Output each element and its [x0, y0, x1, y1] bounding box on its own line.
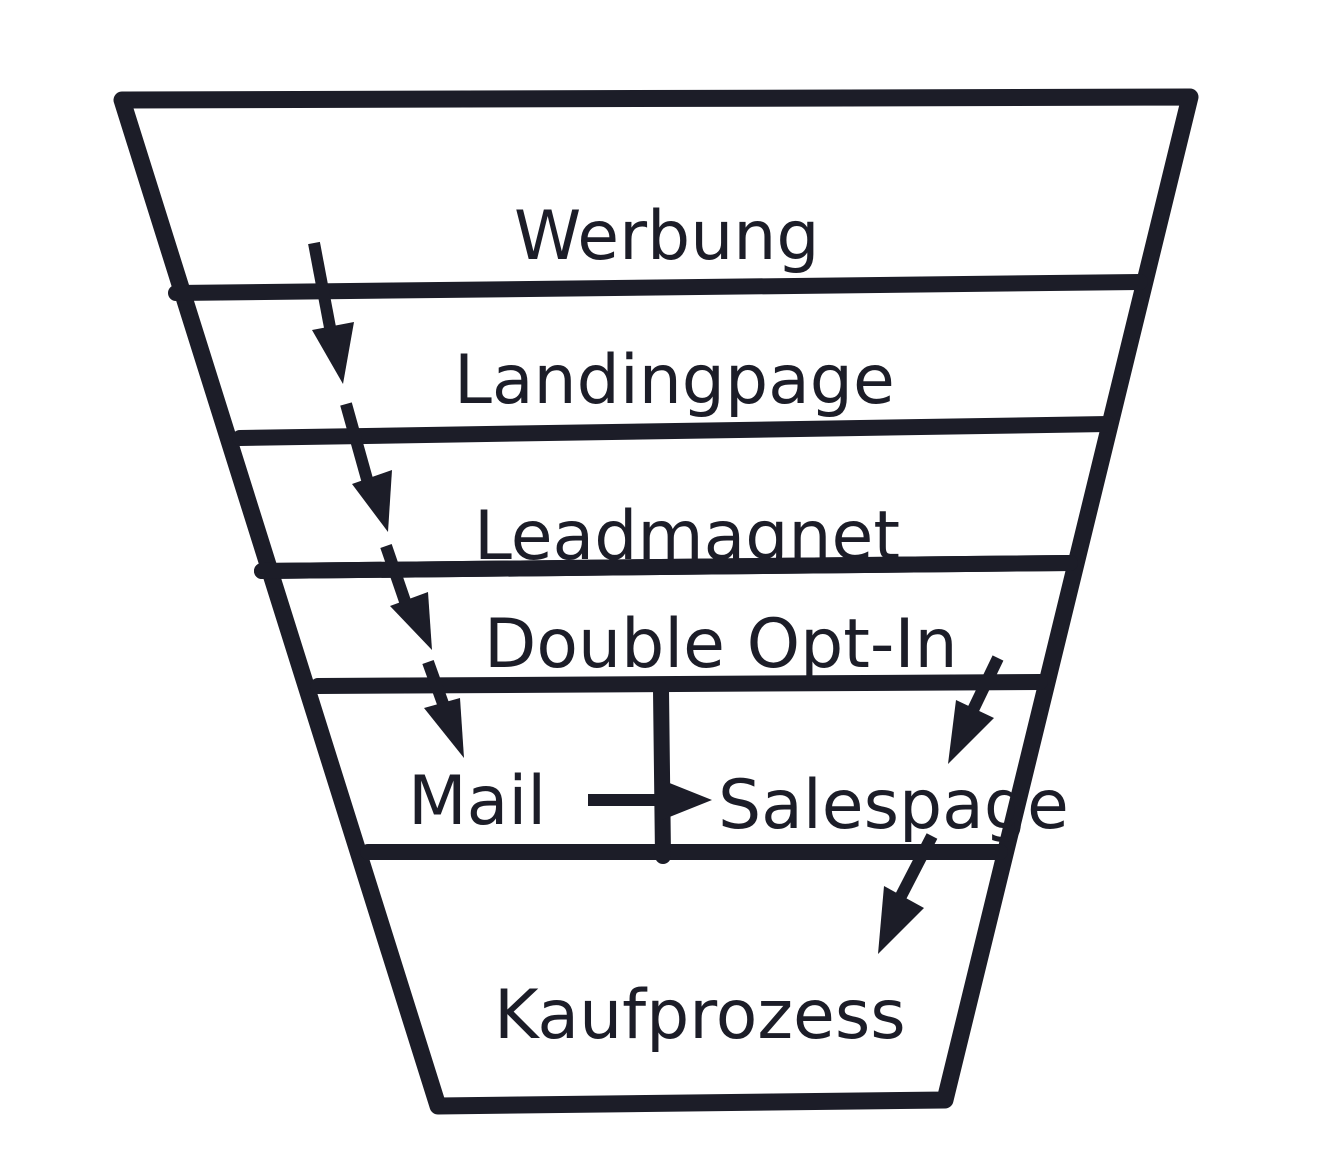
- flow-arrow-leadmagnet-line: [380, 544, 414, 612]
- stage-label-salespage: Salespage: [718, 766, 1069, 845]
- divider-werbung-landingpage: [168, 274, 1148, 301]
- divider-mail-salespage: [653, 682, 671, 864]
- flow-arrow-leadmagnet-head: [390, 592, 432, 650]
- divider-landingpage-leadmagnet: [232, 416, 1116, 446]
- flow-arrow-salespage-kaufprozess-head: [878, 886, 924, 954]
- stage-label-werbung: Werbung: [514, 197, 820, 276]
- flow-arrow-landingpage-line: [340, 402, 376, 492]
- divider-leadmagnet-doubleoptin-overlay: [254, 555, 1078, 579]
- flow-arrow-werbung-line: [308, 241, 338, 340]
- flow-arrow-doubleoptin-salespage-head: [948, 700, 994, 764]
- stage-label-kaufprozess: Kaufprozess: [494, 976, 906, 1055]
- stage-label-double-opt-in: Double Opt-In: [484, 605, 958, 684]
- flow-arrow-doubleoptin-mail-head: [424, 698, 464, 758]
- funnel-outline: [113, 88, 1199, 1115]
- flow-arrow-landingpage-head: [352, 470, 392, 532]
- flow-arrow-doubleoptin-salespage-line: [966, 655, 1004, 715]
- stage-label-mail: Mail: [408, 762, 546, 841]
- stage-label-landingpage: Landingpage: [454, 341, 895, 420]
- flow-arrow-werbung-head: [312, 322, 354, 384]
- flow-arrow-mail-salespage-head: [662, 780, 712, 820]
- flow-arrow-salespage-kaufprozess-line: [894, 833, 938, 901]
